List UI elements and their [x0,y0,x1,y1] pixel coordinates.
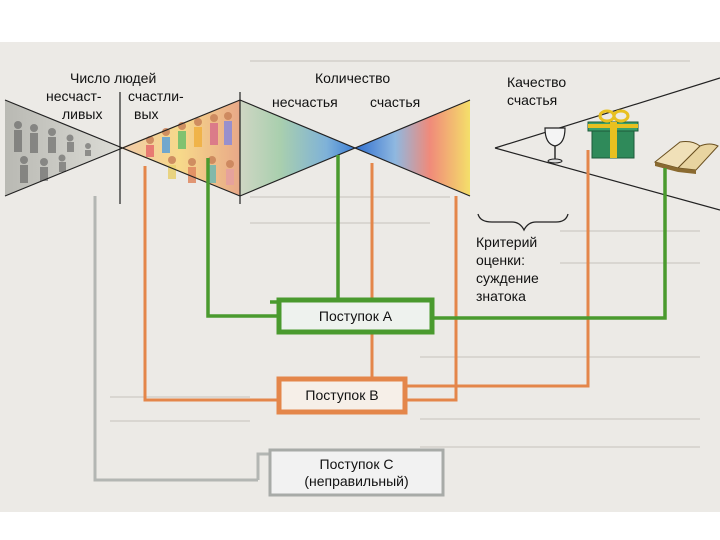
act-c-sublabel: (неправильный) [304,472,409,489]
wine-glass-icon [544,127,566,164]
happy-label-line1: счастли- [128,88,184,104]
background-text-line [250,60,690,62]
act-a-box: Поступок А [282,303,429,329]
background-text-line [420,446,700,448]
quality-title-line1: Качество [507,74,567,90]
book-icon [653,141,719,174]
act-b-frame [276,376,408,415]
act-a-label: Поступок А [318,307,393,324]
happy-label-line2: вых [134,106,159,122]
gift-box-icon [587,109,639,159]
act-b-label: Поступок В [305,387,379,403]
background-text-line [250,196,450,198]
criterion-line3: суждение [476,270,539,286]
quality-title-line2: счастья [507,92,558,108]
act-c-connectors [93,196,270,482]
background-text-line [560,262,700,264]
act-c-label: Поступок С [319,455,394,472]
unhappy-label-line2: ливых [62,106,103,122]
people-column-title: Число людей [70,70,157,86]
quality-wedge [494,77,720,211]
quantity-bowtie [239,92,471,204]
people-bowtie [4,92,241,204]
background-text-line [560,230,700,232]
criterion-line4: знатока [476,288,526,304]
background-text-line [420,418,700,420]
act-b-box: Поступок В [282,382,402,409]
act-c-box: Поступок С (неправильный) [272,452,441,493]
background-text-line [110,420,250,422]
criterion-line2: оценки: [476,252,525,268]
act-c-frame [268,448,445,497]
background-text-line [110,396,250,398]
act-a-frame [276,297,435,335]
unhappy-label-line1: несчаст- [46,88,102,104]
crowd-icon [14,112,234,185]
background-text-line [250,222,430,224]
criterion-line1: Критерий [476,234,538,250]
criterion-brace [477,213,569,232]
unhappiness-label: несчастья [272,94,338,110]
happiness-label: счастья [370,94,421,110]
quantity-column-title: Количество [315,70,391,86]
background-text-line [420,356,700,358]
